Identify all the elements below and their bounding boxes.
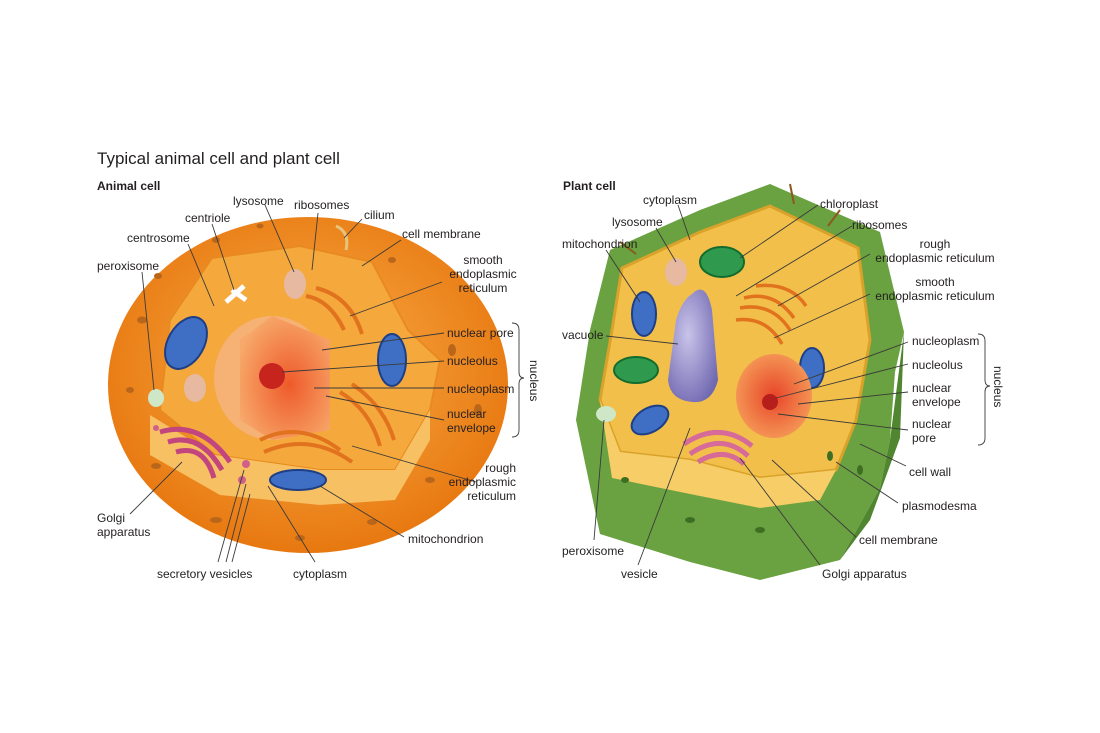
label-animal-golgi: Golgi apparatus (97, 511, 151, 539)
label-plant-golgi: Golgi apparatus (822, 567, 907, 581)
label-animal-nuclear-envelope: nuclear envelope (447, 407, 496, 435)
animal-mitochondrion-2 (377, 333, 407, 387)
animal-cell-heading: Animal cell (97, 179, 161, 193)
label-plant-chloroplast: chloroplast (820, 197, 879, 211)
label-animal-secretory-vesicles: secretory vesicles (157, 567, 253, 581)
label-plant-nuclear-envelope: nuclear envelope (912, 381, 961, 409)
label-plant-nuclear-pore: nuclear pore (912, 417, 952, 445)
plant-cell-wall-side (840, 332, 904, 560)
animal-peroxisome (148, 389, 164, 407)
animal-centriole (224, 284, 248, 304)
label-plant-vacuole: vacuole (562, 328, 604, 342)
animal-cilium (335, 224, 349, 251)
animal-surface-pores (126, 223, 482, 541)
animal-leader-lines (129, 204, 525, 563)
plant-vacuole (668, 289, 718, 403)
label-animal-centriole: centriole (185, 211, 231, 225)
animal-vesicles (153, 425, 250, 484)
label-animal-nucleolus: nucleolus (447, 354, 498, 368)
label-animal-peroxisome: peroxisome (97, 259, 160, 273)
plant-mitochondrion-1 (631, 291, 657, 337)
animal-lysosome-2 (184, 374, 206, 402)
animal-mitochondrion-1 (164, 316, 208, 370)
label-animal-nuclear-pore: nuclear pore (447, 326, 514, 340)
label-plant-lysosome: lysosome (612, 215, 663, 229)
label-plant-peroxisome: peroxisome (562, 544, 625, 558)
label-plant-smooth-er: smooth endoplasmic reticulum (875, 275, 995, 303)
plant-peroxisome (596, 406, 616, 422)
label-animal-cilium: cilium (364, 208, 395, 222)
label-animal-cytoplasm: cytoplasm (293, 567, 348, 581)
label-animal-lysosome: lysosome (233, 194, 284, 208)
label-animal-smooth-er: smooth endoplasmic reticulum (449, 253, 517, 295)
plant-cytoplasm-floor (600, 400, 836, 508)
label-plant-plasmodesma: plasmodesma (902, 499, 977, 513)
plant-chloroplast-2 (613, 356, 659, 384)
label-plant-ribosomes: ribosomes (852, 218, 908, 232)
plant-leader-lines (593, 204, 991, 566)
animal-cytoplasm-floor (150, 410, 430, 505)
plant-lysosome (665, 258, 687, 286)
label-plant-nucleolus: nucleolus (912, 358, 963, 372)
label-plant-cell-wall: cell wall (909, 465, 952, 479)
animal-nucleus-cut (240, 316, 330, 440)
plant-mitochondrion-2 (630, 404, 670, 436)
animal-mitochondrion-3 (269, 469, 327, 491)
plant-plasmodesmata (621, 451, 863, 533)
label-animal-centrosome: centrosome (127, 231, 190, 245)
label-animal-rough-er: rough endoplasmic reticulum (448, 461, 516, 503)
plant-cell-heading: Plant cell (563, 179, 616, 193)
label-animal-nucleus-bracket: nucleus (527, 360, 541, 402)
plant-nucleolus (762, 394, 778, 410)
label-plant-cell-membrane: cell membrane (859, 533, 938, 547)
label-animal-mitochondrion: mitochondrion (408, 532, 484, 546)
label-plant-cytoplasm: cytoplasm (643, 193, 698, 207)
label-plant-nucleus-bracket: nucleus (991, 366, 1005, 408)
label-animal-ribosomes: ribosomes (294, 198, 350, 212)
label-plant-mitochondrion: mitochondrion (562, 237, 638, 251)
label-plant-vesicle: vesicle (621, 567, 658, 581)
label-plant-nucleoplasm: nucleoplasm (912, 334, 980, 348)
animal-cell (108, 217, 508, 553)
animal-lysosome (284, 269, 306, 299)
plant-er (735, 283, 808, 345)
animal-er (259, 286, 396, 464)
figure-title: Typical animal cell and plant cell (97, 149, 340, 168)
label-animal-cell-membrane: cell membrane (402, 227, 481, 241)
animal-nucleolus (259, 363, 285, 389)
plant-golgi (682, 430, 754, 466)
plant-cell (576, 183, 904, 580)
plant-chloroplast-1 (699, 246, 745, 278)
plant-wall-twigs (619, 183, 841, 255)
label-animal-nucleoplasm: nucleoplasm (447, 382, 515, 396)
animal-golgi (159, 426, 233, 479)
label-plant-rough-er: rough endoplasmic reticulum (875, 237, 995, 265)
